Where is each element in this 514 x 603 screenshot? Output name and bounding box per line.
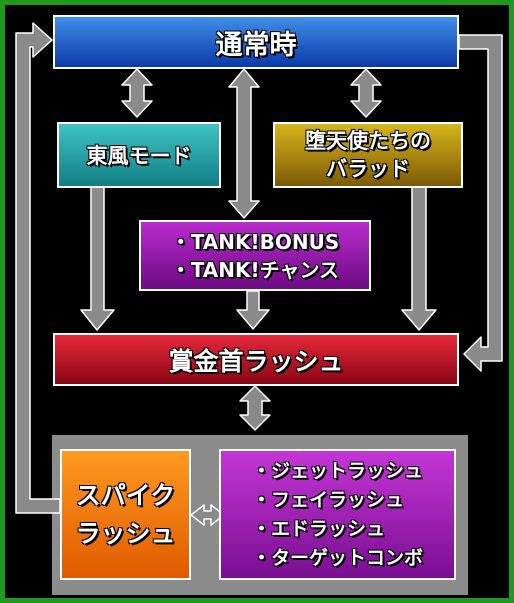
node-datenshi-line-1: 堕天使たちの xyxy=(305,129,431,153)
node-tank-line-2: ・TANK!チャンス xyxy=(170,257,340,282)
node-datenshi-line-2: バラッド xyxy=(326,157,410,181)
node-normal-label: 通常時 xyxy=(215,29,297,61)
arrow-bounty-rushes xyxy=(239,385,271,431)
flow-diagram: 通常時 東風モード 堕天使たちの バラッド ・TANK!BONUS ・TANK!… xyxy=(5,5,509,598)
node-spike-line-2: ラッシュ xyxy=(75,518,176,548)
rush-list-item-2: ・フェイラッシュ xyxy=(251,488,404,511)
arrow-loop-left xyxy=(15,22,61,514)
node-tank-line-1: ・TANK!BONUS xyxy=(170,229,340,254)
node-rush-list: ・ジェットラッシュ ・フェイラッシュ ・エドラッシュ ・ターゲットコンボ xyxy=(219,449,456,580)
arrow-toufu-bounty xyxy=(80,186,115,331)
arrow-normal-tank xyxy=(228,68,260,219)
arrow-loop-right xyxy=(458,34,503,372)
rush-list-item-4: ・ターゲットコンボ xyxy=(251,546,423,569)
connector-layer xyxy=(15,22,503,526)
arrow-datenshi-bounty xyxy=(401,186,437,331)
node-toufu-mode: 東風モード xyxy=(57,122,221,188)
arrow-normal-toufu xyxy=(121,68,153,118)
rush-list-item-3: ・エドラッシュ xyxy=(251,517,385,540)
node-normal-mode: 通常時 xyxy=(53,15,459,69)
node-datenshi-ballad: 堕天使たちの バラッド xyxy=(273,122,463,188)
rush-list-item-1: ・ジェットラッシュ xyxy=(251,459,423,482)
node-bounty-rush: 賞金首ラッシュ xyxy=(53,333,459,386)
arrow-normal-datenshi xyxy=(350,68,382,118)
node-spike-line-1: スパイク xyxy=(75,480,176,510)
arrow-tank-bounty xyxy=(236,290,270,330)
node-spike-rush: スパイク ラッシュ xyxy=(60,449,191,580)
node-bounty-label: 賞金首ラッシュ xyxy=(168,346,344,376)
node-toufu-label: 東風モード xyxy=(86,144,192,168)
node-tank-bonus: ・TANK!BONUS ・TANK!チャンス xyxy=(139,220,371,291)
